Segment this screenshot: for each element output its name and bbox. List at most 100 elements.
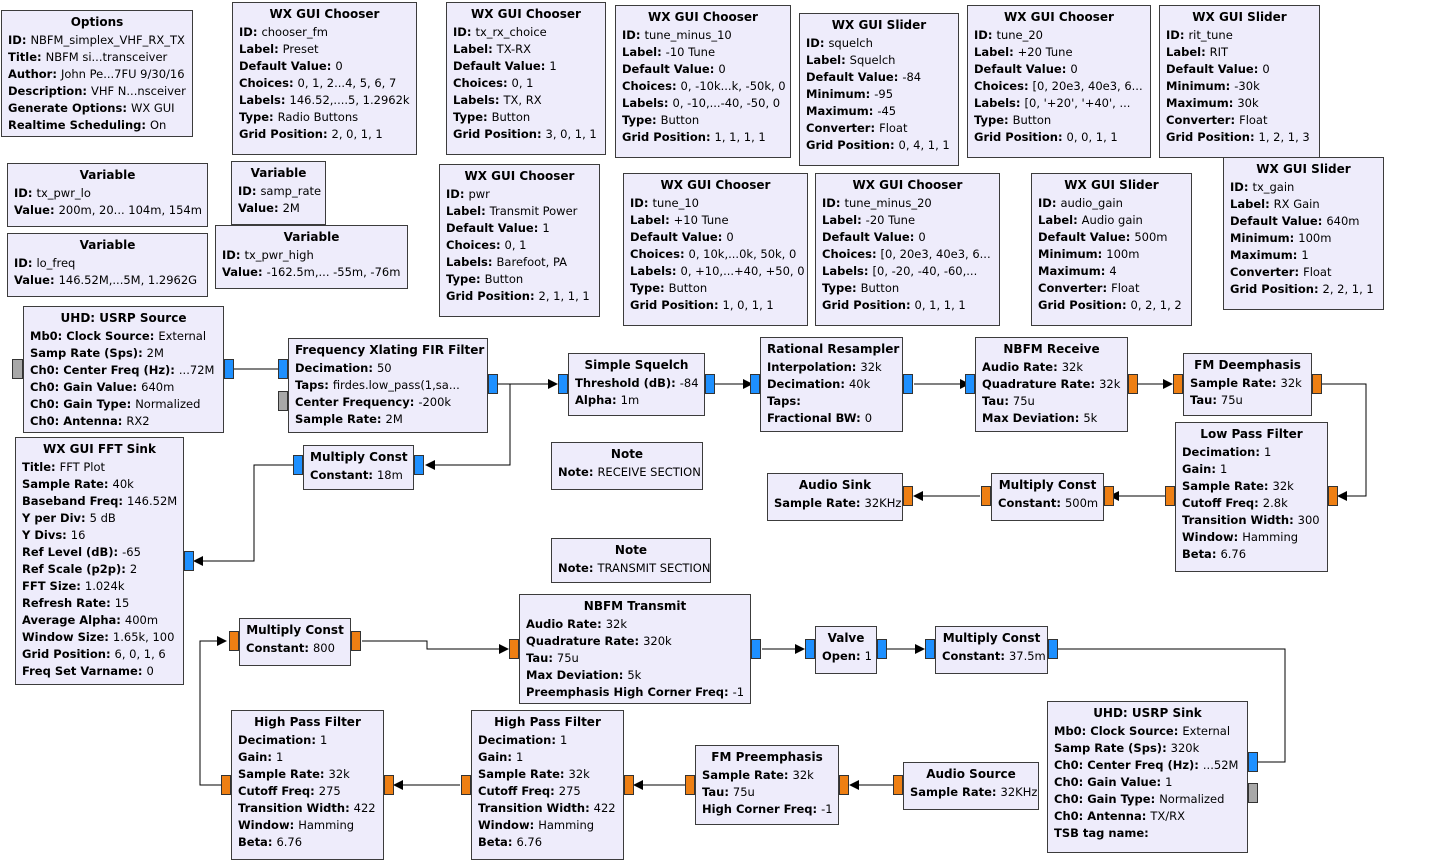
input-port[interactable] (1104, 486, 1114, 506)
param-colon: : (713, 298, 723, 312)
input-port[interactable] (184, 551, 194, 571)
param-key: Grid Position (22, 647, 106, 661)
param-colon: : (1201, 45, 1210, 59)
input-port[interactable] (558, 374, 568, 394)
output-port[interactable] (1048, 639, 1058, 659)
message-port[interactable] (12, 359, 23, 379)
input-port[interactable] (229, 631, 239, 651)
output-port[interactable] (1165, 486, 1175, 506)
param-value: 1 (559, 733, 568, 747)
message-port[interactable] (1248, 783, 1258, 803)
output-port[interactable] (221, 775, 231, 795)
input-port[interactable] (925, 639, 935, 659)
param-key: Quadrature Rate (526, 634, 635, 648)
input-port[interactable] (293, 455, 303, 475)
output-port[interactable] (685, 775, 695, 795)
input-port[interactable] (509, 639, 519, 659)
output-port[interactable] (461, 775, 471, 795)
output-port[interactable] (903, 374, 913, 394)
input-port[interactable] (839, 775, 849, 795)
input-port[interactable] (903, 486, 913, 506)
output-port[interactable] (1128, 374, 1138, 394)
output-port[interactable] (414, 455, 424, 475)
param-value: ...52M (1202, 758, 1239, 772)
input-port[interactable] (750, 374, 760, 394)
input-port[interactable] (1248, 752, 1258, 772)
block-param: ID: tx_rx_choice (453, 24, 599, 41)
block-param: Ch0: Center Freq (Hz): ...52M (1054, 757, 1241, 774)
param-colon: : (588, 465, 598, 479)
param-value: 75u (732, 785, 755, 799)
param-value: [0, 20e3, 40e3, 6... (880, 247, 991, 261)
param-value: Button (668, 281, 708, 295)
input-port[interactable] (805, 639, 815, 659)
param-value: 0 (726, 230, 734, 244)
param-key: Choices (239, 76, 289, 90)
param-value: Float (1239, 113, 1268, 127)
output-port[interactable] (351, 631, 361, 651)
param-colon: : (49, 203, 59, 217)
output-port[interactable] (981, 486, 991, 506)
output-port[interactable] (751, 639, 761, 659)
output-port[interactable] (488, 374, 498, 394)
param-colon: : (657, 45, 666, 59)
param-colon: : (138, 346, 147, 360)
input-port[interactable] (1328, 486, 1338, 506)
block-param: Labels: Barefoot, PA (446, 254, 593, 271)
output-port[interactable] (705, 374, 715, 394)
output-port[interactable] (1312, 374, 1322, 394)
block-param: Choices: 0, 10k,...0k, 50k, 0 (630, 246, 801, 263)
input-port[interactable] (384, 775, 394, 795)
message-port[interactable] (278, 391, 288, 411)
block-param: Title: NBFM si...transceiver (8, 49, 186, 66)
param-key: Audio Rate (982, 360, 1054, 374)
block-param: Label: RIT (1166, 44, 1313, 61)
input-port[interactable] (965, 374, 975, 394)
input-port[interactable] (624, 775, 634, 795)
output-port[interactable] (877, 639, 887, 659)
param-colon: : (62, 528, 71, 542)
output-port[interactable] (893, 775, 903, 795)
input-port[interactable] (1173, 374, 1183, 394)
input-port[interactable] (278, 359, 288, 379)
output-port[interactable] (224, 359, 234, 379)
